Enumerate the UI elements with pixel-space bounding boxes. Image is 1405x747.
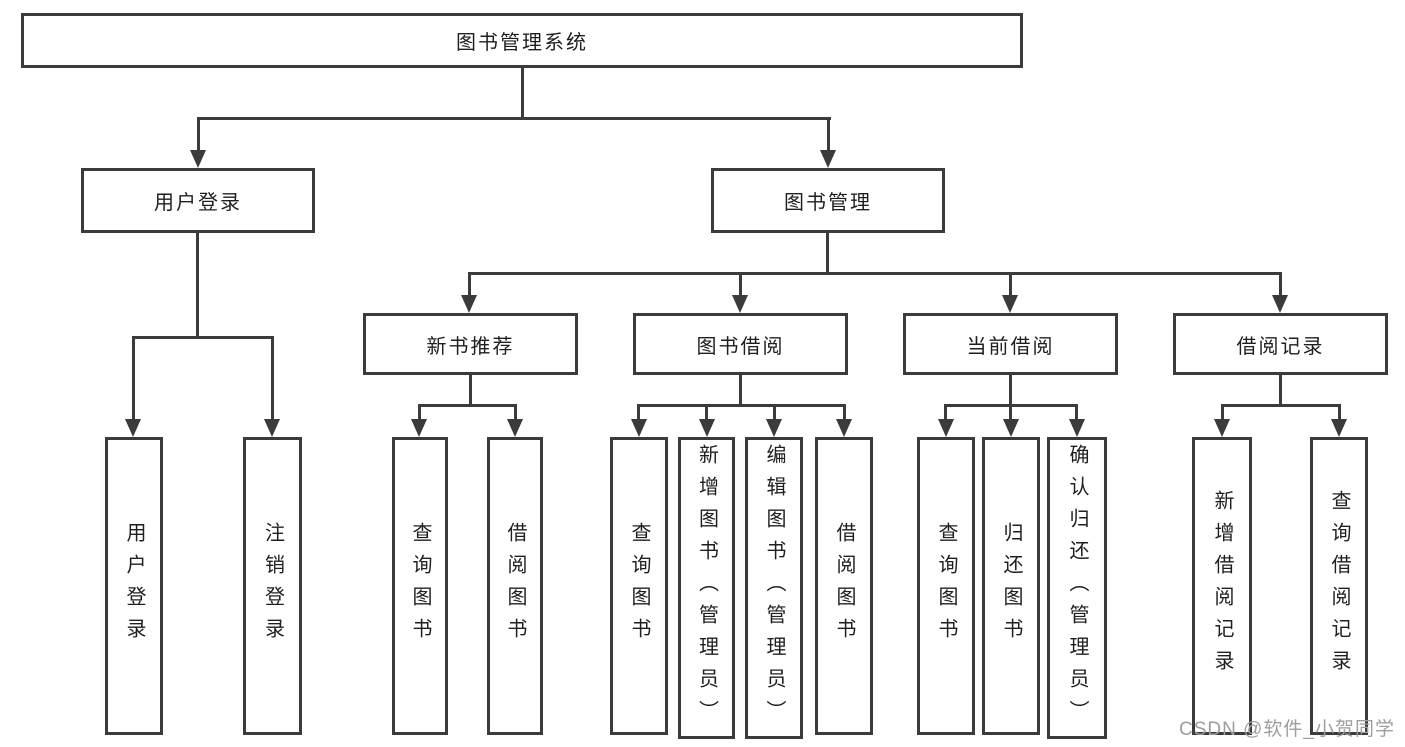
leaf-return-books-label: 归还图书	[1000, 522, 1022, 650]
leaf-borrow-query-books-label: 查询图书	[628, 522, 650, 650]
connector-new-book-horizontal	[419, 404, 517, 407]
node-current-borrow: 当前借阅	[903, 313, 1118, 375]
arrowhead-current-borrow-icon	[1002, 295, 1018, 313]
connector-stem-nb2	[514, 404, 517, 422]
connector-book-borrow-down	[739, 375, 742, 407]
arrowhead-book-borrow-icon	[732, 295, 748, 313]
leaf-edit-books-admin: 编辑图书（管理员）	[745, 437, 803, 739]
connector-stem-user-login	[197, 117, 200, 153]
node-borrow-record: 借阅记录	[1173, 313, 1388, 375]
connector-stem-cb2	[1009, 404, 1012, 422]
arrowhead-new-book-icon	[461, 295, 477, 313]
node-book-management-label: 图书管理	[784, 192, 872, 214]
leaf-logout: 注销登录	[243, 437, 302, 735]
arrowhead-user-login-icon	[190, 150, 206, 168]
leaf-return-books: 归还图书	[982, 437, 1040, 735]
leaf-newbook-borrow-books-label: 借阅图书	[504, 522, 526, 650]
arrowhead-bb1-icon	[631, 419, 647, 437]
connector-book-management-down	[826, 233, 829, 275]
connector-stem-bb4	[843, 404, 846, 422]
leaf-current-query-books-label: 查询图书	[935, 522, 957, 650]
connector-stem-bb1	[637, 404, 640, 422]
arrowhead-book-management-icon	[820, 150, 836, 168]
csdn-watermark: CSDN @软件_小贺同学	[1179, 719, 1395, 740]
arrowhead-bb2-icon	[699, 419, 715, 437]
arrowhead-bb3-icon	[766, 419, 782, 437]
node-current-borrow-label: 当前借阅	[966, 335, 1055, 358]
arrowhead-cb2-icon	[1003, 419, 1019, 437]
arrowhead-br1-icon	[1214, 419, 1230, 437]
leaf-logout-label: 注销登录	[261, 522, 284, 650]
root-node-label: 图书管理系统	[456, 32, 588, 54]
arrowhead-login-leaf-icon	[125, 419, 141, 437]
connector-stem-new-book	[468, 272, 471, 299]
connector-borrow-record-down	[1279, 375, 1282, 407]
connector-stem-br2	[1338, 404, 1341, 422]
connector-stem-logout-leaf	[271, 336, 274, 422]
leaf-user-login-label: 用户登录	[123, 522, 145, 650]
node-new-book: 新书推荐	[363, 313, 578, 375]
leaf-confirm-return-admin: 确认归还（管理员）	[1047, 437, 1107, 739]
leaf-query-borrow-record: 查询借阅记录	[1310, 437, 1368, 735]
connector-stem-book-management	[827, 117, 830, 153]
node-user-login: 用户登录	[81, 168, 315, 233]
connector-level2-horizontal	[198, 117, 831, 120]
node-book-borrow: 图书借阅	[633, 313, 848, 375]
connector-root-down	[521, 68, 524, 120]
arrowhead-bb4-icon	[836, 419, 852, 437]
leaf-newbook-query-books-label: 查询图书	[409, 522, 431, 650]
connector-stem-borrow-record	[1279, 272, 1282, 299]
arrowhead-cb1-icon	[938, 419, 954, 437]
leaf-add-books-admin: 新增图书（管理员）	[678, 437, 735, 739]
connector-user-login-horizontal	[133, 336, 274, 339]
leaf-query-borrow-record-label: 查询借阅记录	[1328, 490, 1350, 682]
connector-stem-bb3	[773, 404, 776, 422]
connector-borrow-record-horizontal	[1222, 404, 1340, 407]
connector-stem-login-leaf	[132, 336, 135, 422]
connector-stem-current-borrow	[1009, 272, 1012, 299]
leaf-add-books-admin-label: 新增图书（管理员）	[695, 444, 718, 732]
connector-stem-cb1	[944, 404, 947, 422]
connector-level3-horizontal	[469, 272, 1281, 275]
root-node-library-system: 图书管理系统	[21, 13, 1023, 68]
connector-stem-nb1	[418, 404, 421, 422]
node-new-book-label: 新书推荐	[426, 335, 515, 358]
arrowhead-nb1-icon	[411, 419, 427, 437]
arrowhead-borrow-record-icon	[1272, 295, 1288, 313]
node-borrow-record-label: 借阅记录	[1236, 335, 1325, 358]
leaf-borrow-borrow-books: 借阅图书	[815, 437, 873, 735]
arrowhead-logout-leaf-icon	[264, 419, 280, 437]
connector-current-borrow-down	[1009, 375, 1012, 407]
leaf-borrow-borrow-books-label: 借阅图书	[833, 522, 855, 650]
node-user-login-label: 用户登录	[154, 192, 242, 214]
leaf-add-borrow-record: 新增借阅记录	[1192, 437, 1252, 735]
leaf-add-borrow-record-label: 新增借阅记录	[1211, 490, 1233, 682]
connector-stem-br1	[1221, 404, 1224, 422]
node-book-management: 图书管理	[711, 168, 945, 233]
arrowhead-nb2-icon	[507, 419, 523, 437]
leaf-confirm-return-admin-label: 确认归还（管理员）	[1066, 444, 1088, 732]
leaf-current-query-books: 查询图书	[917, 437, 975, 735]
arrowhead-cb3-icon	[1069, 419, 1085, 437]
connector-new-book-down	[469, 375, 472, 407]
leaf-borrow-query-books: 查询图书	[610, 437, 668, 735]
node-book-borrow-label: 图书借阅	[696, 335, 785, 358]
leaf-user-login: 用户登录	[105, 437, 163, 735]
connector-stem-book-borrow	[739, 272, 742, 299]
leaf-newbook-query-books: 查询图书	[392, 437, 448, 735]
arrowhead-br2-icon	[1331, 419, 1347, 437]
connector-book-borrow-horizontal	[638, 404, 845, 407]
leaf-edit-books-admin-label: 编辑图书（管理员）	[763, 444, 785, 732]
leaf-newbook-borrow-books: 借阅图书	[487, 437, 543, 735]
connector-user-login-down	[196, 233, 199, 339]
connector-stem-cb3	[1075, 404, 1078, 422]
connector-stem-bb2	[705, 404, 708, 422]
